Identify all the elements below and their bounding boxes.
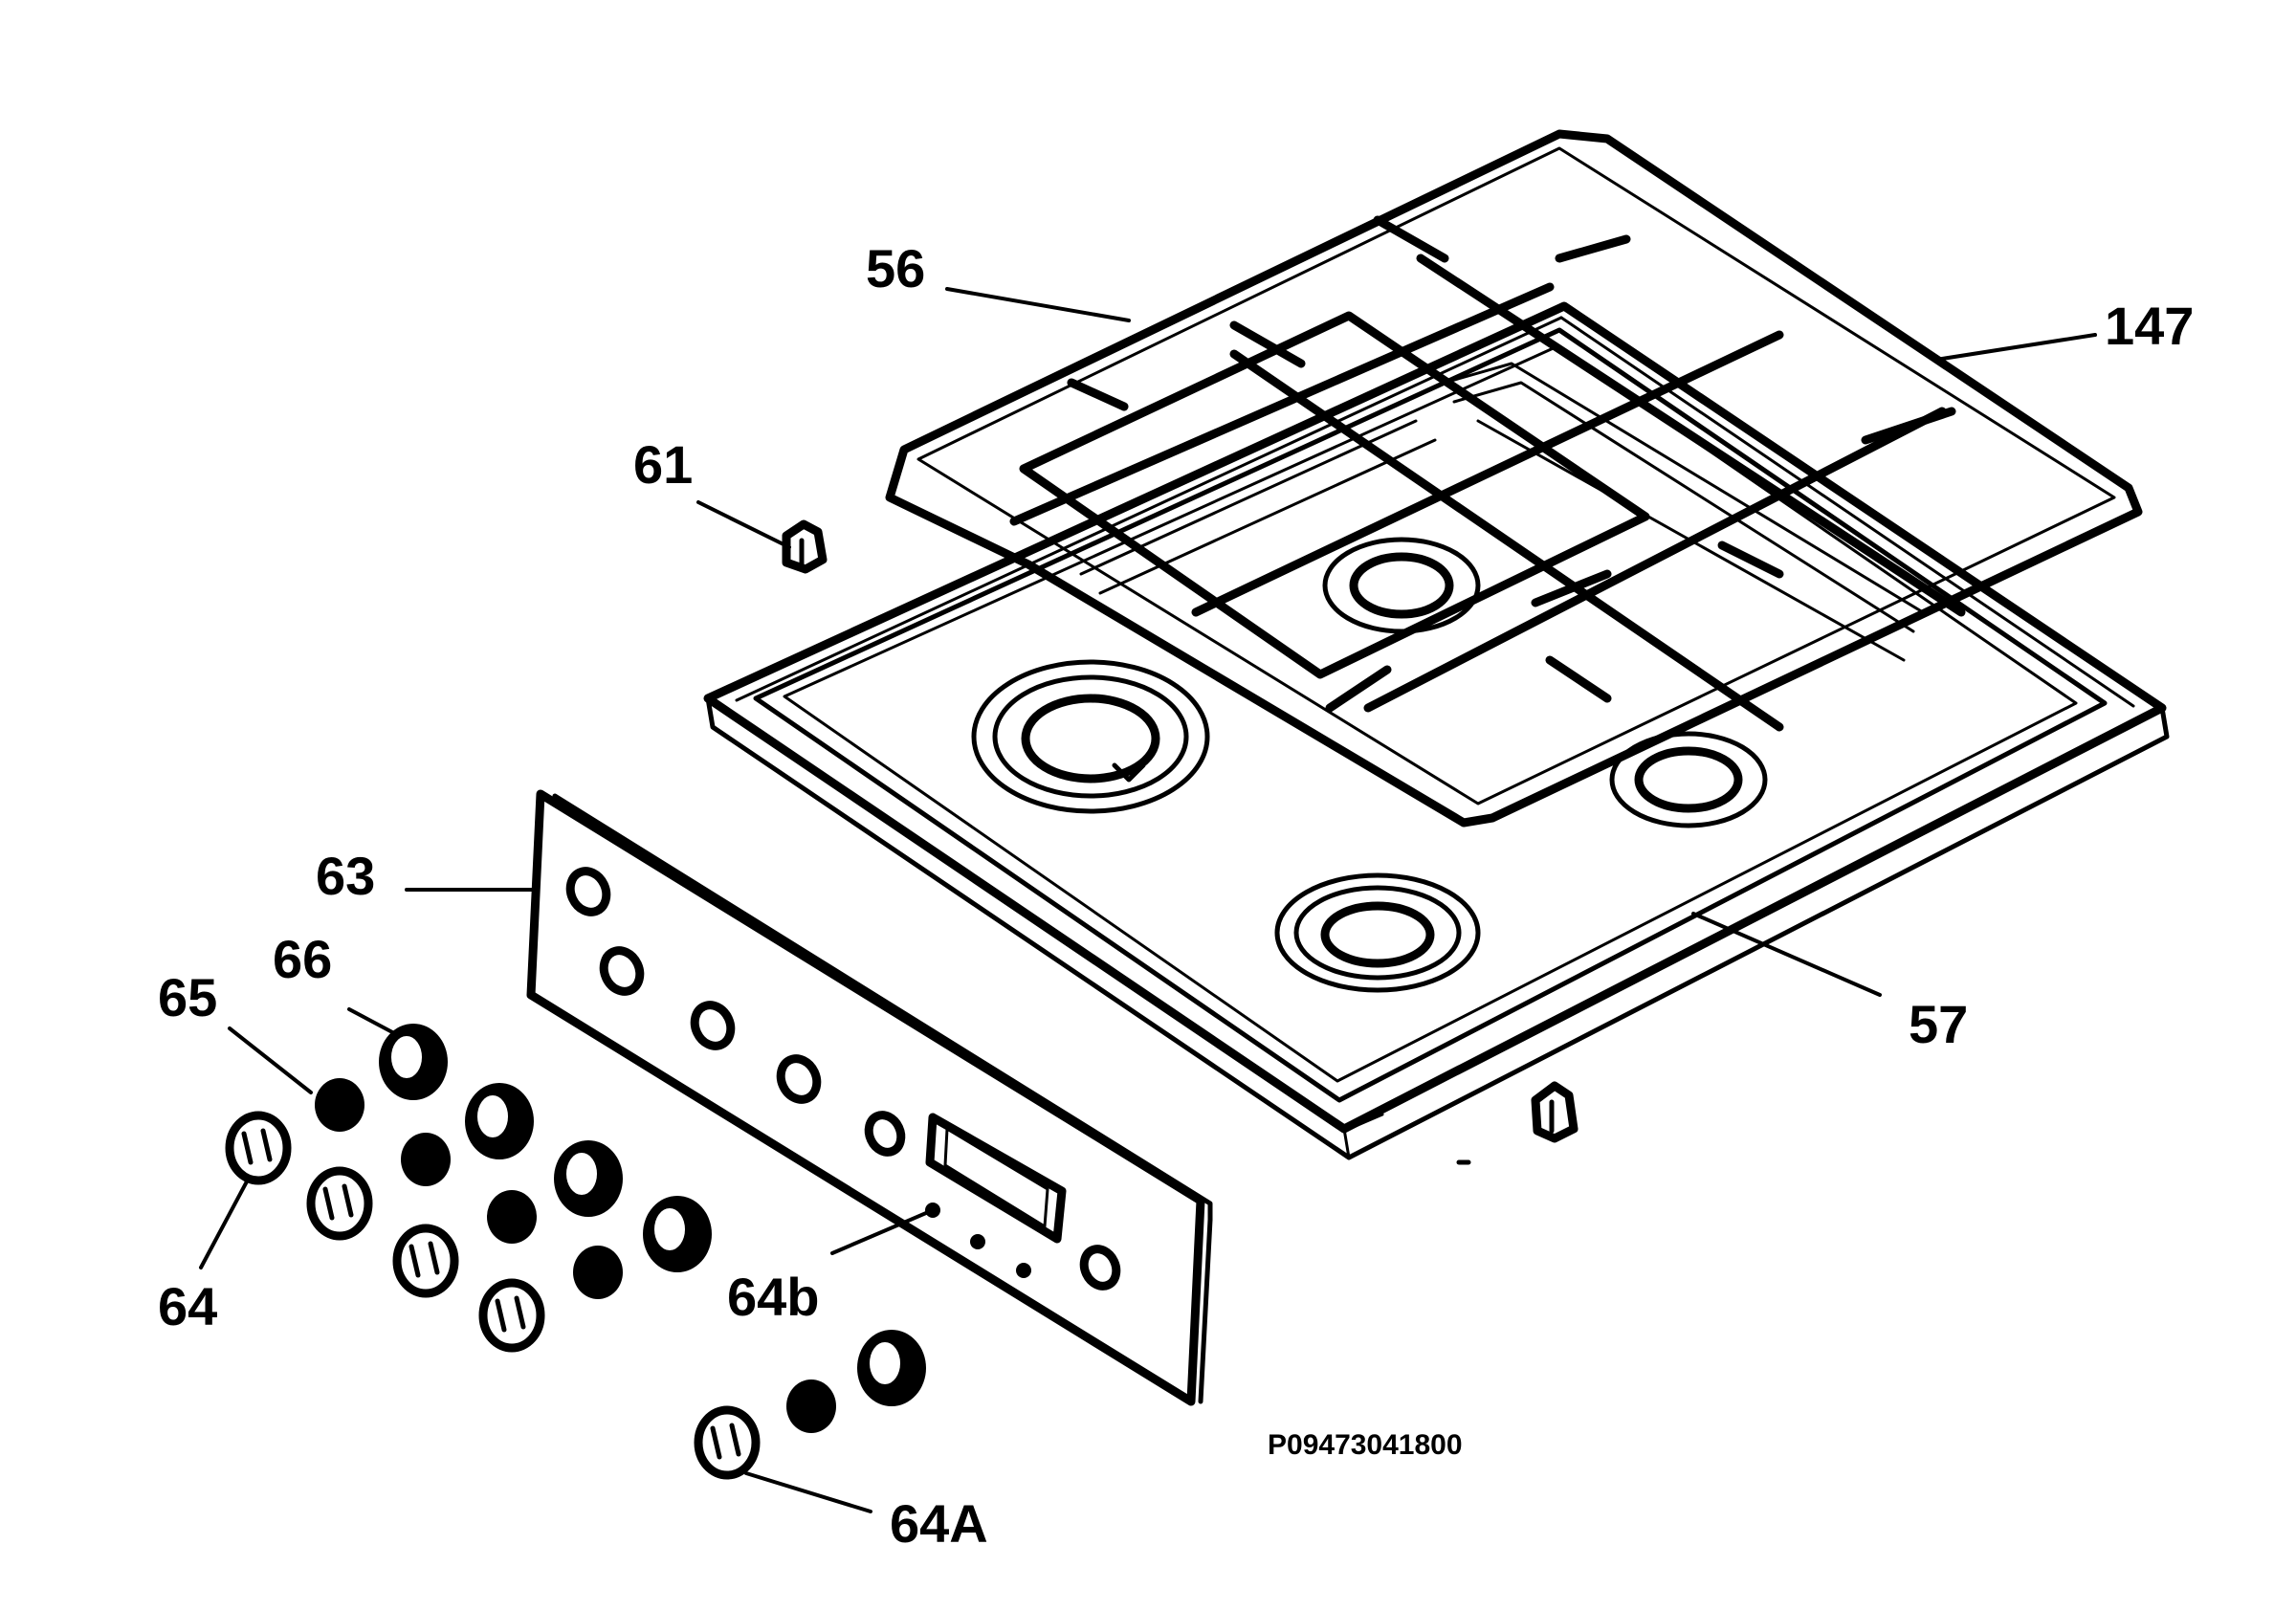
bush-64A <box>786 1379 836 1433</box>
knob-64-1 <box>225 1111 292 1185</box>
burner-rear-center <box>1322 537 1481 634</box>
label-57: 57 <box>1909 994 1968 1054</box>
bush-65-3 <box>487 1190 537 1244</box>
bush-65-4 <box>573 1246 623 1299</box>
knob-64-2 <box>306 1166 373 1241</box>
label-64A: 64A <box>890 1493 988 1554</box>
label-147: 147 <box>2105 296 2194 356</box>
label-61: 61 <box>633 434 693 495</box>
label-63: 63 <box>316 846 375 906</box>
burner-front-center <box>1274 872 1481 993</box>
knob-64A <box>694 1405 761 1480</box>
clip-61 <box>782 519 828 574</box>
pan-support-grid-56 <box>885 129 2143 828</box>
burner-front-left <box>971 659 1210 814</box>
label-64b: 64b <box>727 1267 820 1327</box>
bush-65-1 <box>315 1078 364 1132</box>
cap-66-4 <box>643 1196 712 1272</box>
cap-66-3 <box>554 1140 623 1217</box>
hob-top-57 <box>703 301 2170 1160</box>
knob-64-3 <box>392 1224 459 1298</box>
burner-rear-right <box>1609 731 1768 828</box>
label-66: 66 <box>273 929 332 989</box>
leader-lines <box>199 287 2097 1513</box>
clip-61-second <box>1456 1081 1578 1165</box>
cap-64A <box>857 1330 926 1406</box>
label-64: 64 <box>158 1276 217 1336</box>
knob-set <box>225 1024 926 1480</box>
cap-66-1 <box>379 1024 448 1100</box>
label-56: 56 <box>866 238 925 298</box>
knob-64-4 <box>478 1278 545 1353</box>
control-panel-63 <box>526 789 1213 1406</box>
label-65: 65 <box>158 967 217 1027</box>
bush-65-2 <box>401 1133 451 1186</box>
cap-66-2 <box>465 1083 534 1159</box>
drawing-code: P09473041800 <box>1268 1429 1463 1461</box>
